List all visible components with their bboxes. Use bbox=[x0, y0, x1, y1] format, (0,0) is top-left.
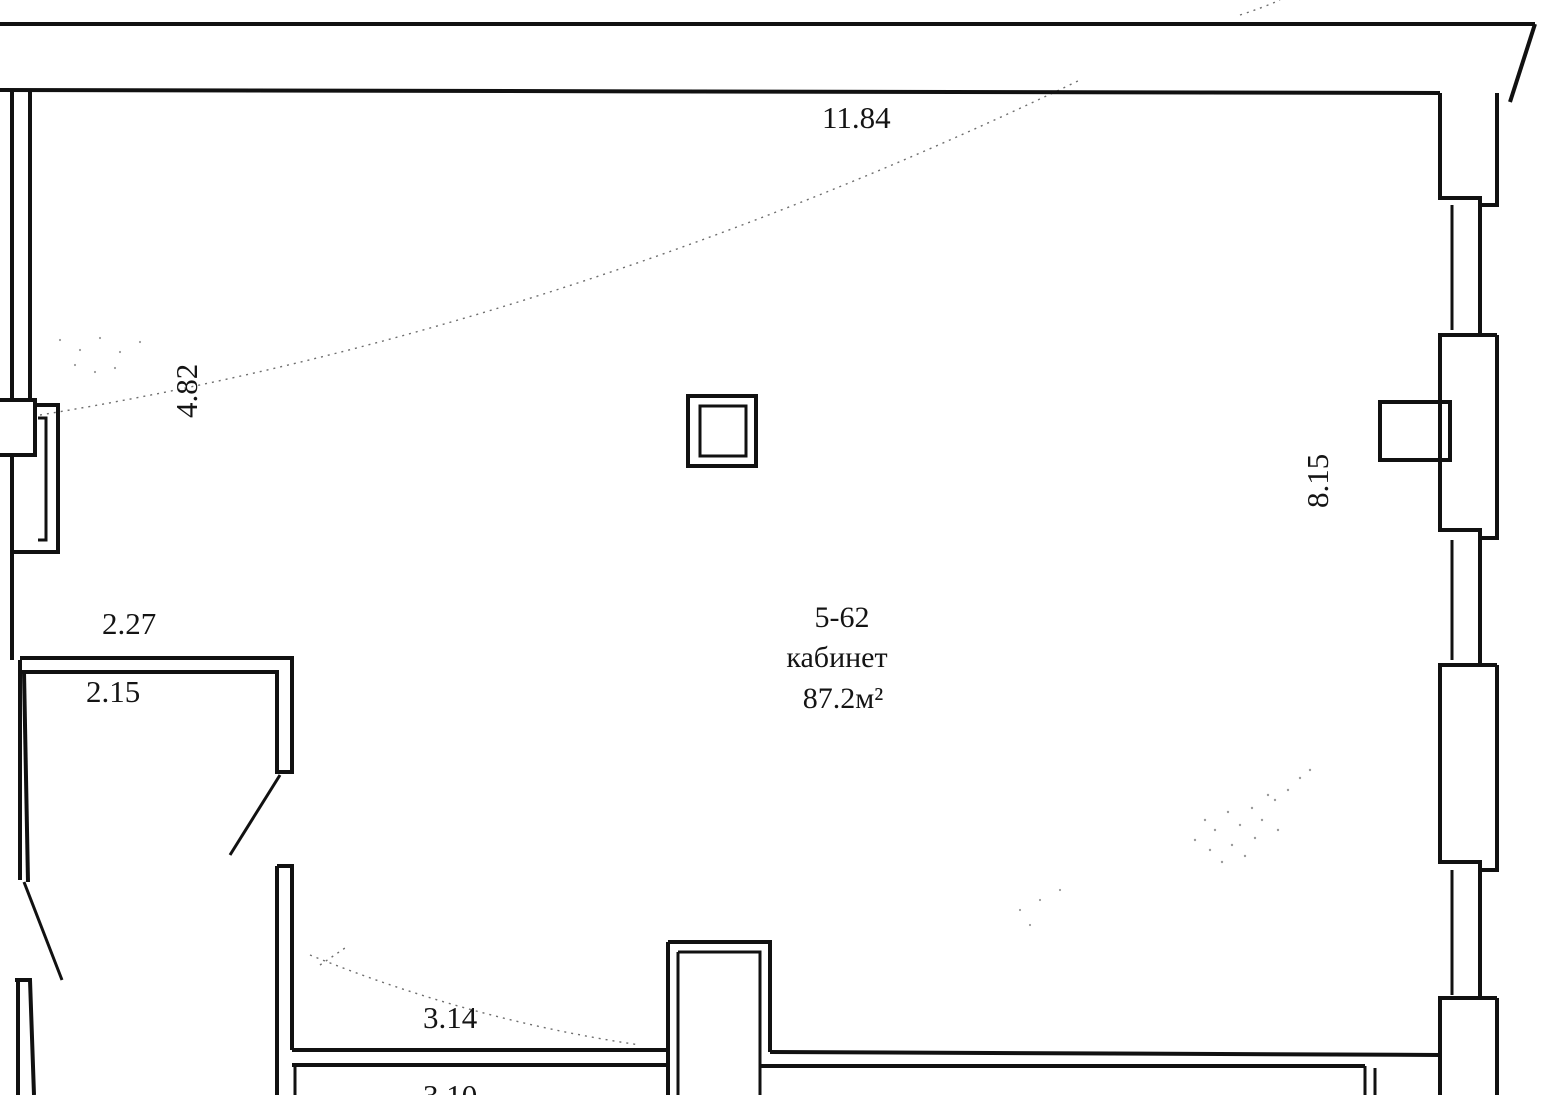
speckle-cluster-right bbox=[1193, 768, 1312, 864]
dim-right-wall: 8.15 bbox=[1300, 454, 1335, 508]
walls bbox=[0, 22, 1537, 1095]
room-label: 5-62 кабинет 87.2м² bbox=[786, 601, 887, 715]
left-door-leaf bbox=[22, 881, 64, 981]
dotted-arc-top bbox=[1239, 0, 1281, 16]
dotted-arc-upper bbox=[39, 79, 1081, 416]
left-wall-niche-inner bbox=[38, 416, 48, 542]
right-wall-outer-3 bbox=[1480, 665, 1499, 872]
left-partition bbox=[20, 656, 294, 774]
speckle-cluster-left bbox=[58, 336, 1062, 927]
scan-artifacts bbox=[39, 0, 1312, 1046]
room-area: 87.2м² bbox=[803, 682, 883, 715]
right-wall-outer-2 bbox=[1480, 335, 1499, 540]
right-wall-outer-1 bbox=[1480, 93, 1499, 207]
right-pilaster bbox=[1378, 400, 1452, 462]
dim-left-partition-bottom: 2.15 bbox=[86, 674, 140, 709]
central-column-inner bbox=[698, 404, 748, 458]
room-number: 5-62 bbox=[815, 601, 870, 634]
bottom-column-inner bbox=[678, 950, 762, 1095]
outer-wall-top-right-corner bbox=[1508, 23, 1537, 103]
lower-partition-right bbox=[277, 864, 294, 1050]
central-column-outer bbox=[686, 394, 758, 468]
room-name: кабинет bbox=[786, 641, 887, 674]
wall-top-inner bbox=[0, 88, 1441, 95]
partition-door-leaf bbox=[228, 774, 282, 856]
right-wall-inner bbox=[1438, 93, 1482, 1095]
dim-left-partition-top: 2.27 bbox=[102, 606, 156, 641]
dim-left-upper-wall: 4.82 bbox=[169, 364, 204, 418]
left-wall-inner-lower bbox=[22, 671, 30, 883]
left-wall-block bbox=[0, 398, 37, 457]
dim-top-wall: 11.84 bbox=[822, 100, 891, 135]
dim-bottom-partial: 3.10 bbox=[423, 1078, 477, 1095]
bottom-wall-top-right bbox=[769, 1050, 1441, 1057]
left-wall-niche-outer bbox=[12, 403, 60, 554]
dotted-tick-lower bbox=[319, 947, 346, 966]
bottom-column-outer-right bbox=[668, 940, 772, 1052]
dim-bottom-wall: 3.14 bbox=[423, 1000, 478, 1035]
dimension-labels: 11.84 4.82 8.15 2.27 2.15 3.14 3.10 bbox=[86, 100, 1335, 1095]
